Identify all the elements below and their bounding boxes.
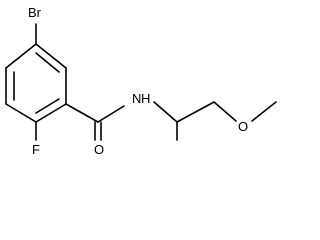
benzene-ring — [5, 43, 67, 123]
ring-bond-4 — [35, 103, 67, 123]
ring-double-bond-inner-3 — [35, 52, 60, 73]
bond-n-ch — [153, 101, 178, 123]
molecule-structure: Br F O N H O — [5, 5, 277, 157]
bond-ch2-o — [213, 101, 237, 122]
bond-o-ch3 — [251, 101, 277, 122]
bond-ring-carbonyl — [65, 103, 99, 123]
structure-canvas: Br F O N H O — [5, 5, 277, 157]
bond-ch-ch2 — [176, 101, 215, 123]
ring-bond-3 — [5, 103, 37, 123]
ring-bond-1 — [5, 43, 37, 69]
bond-carbonyl-n — [97, 105, 125, 123]
ring-bond-6 — [35, 43, 67, 69]
ring-double-bond-inner-2 — [35, 98, 60, 114]
atom-bromine: Br — [28, 5, 42, 20]
atom-fluorine: F — [32, 142, 40, 157]
atom-hydrogen: H — [141, 91, 150, 106]
atom-nitrogen: N — [132, 91, 141, 106]
atom-oxygen-ether: O — [238, 119, 248, 134]
atom-oxygen-carbonyl: O — [94, 142, 104, 157]
